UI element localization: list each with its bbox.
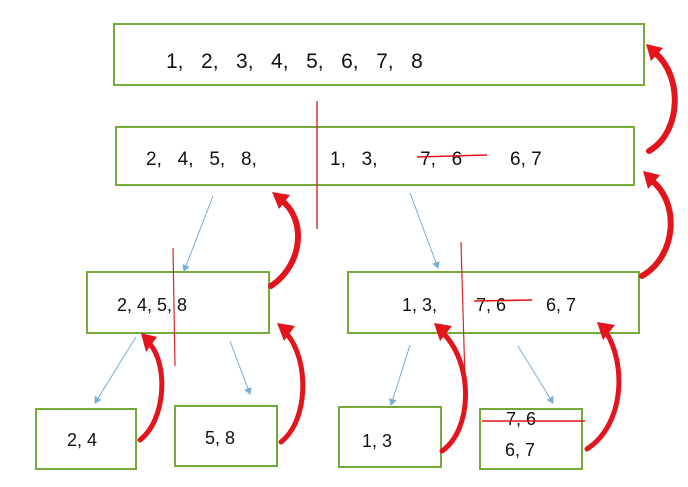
level1-right-half: 1, 3, [330, 149, 378, 170]
merge-arrowhead-leaf-a [141, 333, 157, 352]
strike-level1 [416, 154, 488, 158]
merge-arrow-left-to-level1 [268, 197, 301, 289]
leaf-a-text: 2, 4 [67, 430, 98, 450]
split-arrow-leaf-d [517, 345, 554, 404]
merge-arrow-leaf-d-up [584, 329, 622, 452]
leaf-box-d [479, 408, 583, 470]
leaf-d-struck: 7, 6 [506, 409, 537, 429]
level1-struck-values: 7, 6 [420, 149, 463, 170]
merge-arrowhead-leaf-b [277, 323, 295, 341]
merge-arrow-leaf-b-up [278, 331, 306, 445]
root-box [113, 23, 645, 86]
merge-arrowhead-leaf-d [597, 322, 615, 340]
level1-box [115, 126, 635, 186]
merge-arrow-leaf-a-up [137, 341, 165, 443]
merge-arrowhead-leaf-c [434, 323, 452, 341]
level2-right-swapped: 6, 7 [546, 295, 577, 315]
level2-left-box [86, 271, 270, 334]
level1-swapped-values: 6, 7 [510, 149, 542, 170]
split-arrow-leaf-a [94, 336, 137, 404]
split-arrow-right [409, 192, 440, 269]
leaf-box-b [174, 405, 278, 467]
leaf-box-c [338, 406, 442, 468]
merge-arrowhead-level1-left [272, 192, 290, 209]
split-arrow-leaf-b [229, 340, 252, 395]
merge-arrow-level2-to-level1 [639, 177, 674, 279]
strike-level2 [473, 299, 533, 302]
leaf-d-text: 6, 7 [505, 440, 536, 460]
level2-left-array: 2, 4, 5, 8 [117, 295, 188, 315]
split-line-level2-right [460, 241, 466, 381]
split-arrow-left [182, 195, 214, 272]
leaf-b-text: 5, 8 [205, 428, 236, 448]
level2-right-box [347, 271, 640, 334]
level1-left-half: 2, 4, 5, 8, [146, 149, 257, 170]
leaf-c-text: 1, 3 [362, 431, 393, 451]
merge-arrow-level1-to-root [646, 49, 678, 154]
leaf-box-a [35, 408, 137, 470]
merge-arrow-leaf-c-up [439, 331, 468, 454]
merge-arrowhead-root [646, 44, 663, 61]
level2-right-first: 1, 3, [402, 295, 438, 315]
root-array: 1, 2, 3, 4, 5, 6, 7, 8 [166, 50, 423, 73]
merge-arrowhead-level1-right [643, 171, 660, 189]
split-arrow-leaf-c [388, 344, 411, 406]
split-line-level2-left [172, 247, 176, 367]
